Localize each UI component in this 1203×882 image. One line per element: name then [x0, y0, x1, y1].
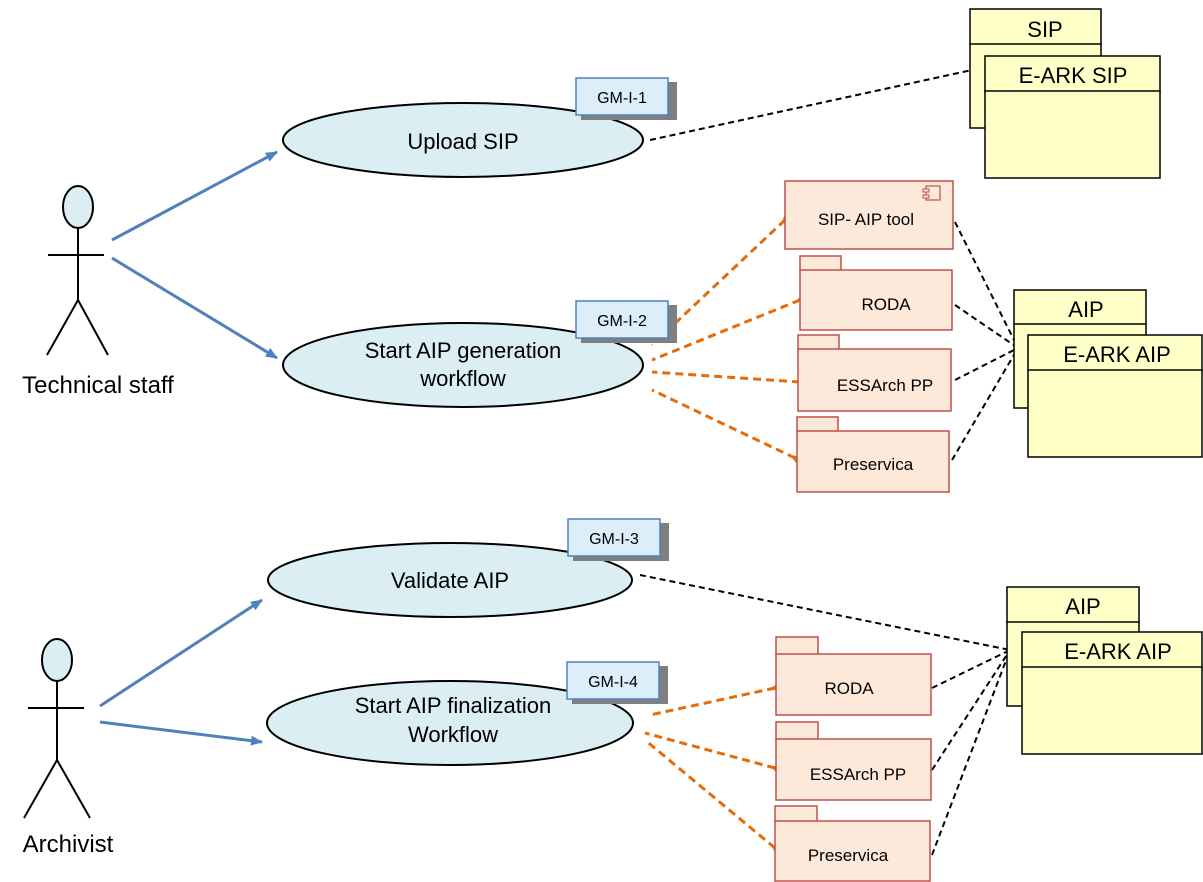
black-dependencies	[639, 69, 1019, 856]
dep-validate-aip-to-aip	[639, 574, 1011, 651]
actor-technical-staff-label: Technical staff	[22, 372, 174, 399]
package-roda-2-label: RODA	[824, 679, 874, 698]
use-case-validate-aip-label: Validate AIP	[391, 568, 509, 593]
package-aip-label-2: AIP	[1065, 594, 1100, 619]
dep-preservica2-to-aip	[931, 649, 1011, 856]
dep-preservica2-to-finalization	[644, 738, 775, 848]
use-case-start-aip-generation-line2: workflow	[419, 366, 506, 391]
package-sip-label: SIP	[1027, 17, 1062, 42]
dep-sip-aip-tool-to-aip	[954, 221, 1019, 349]
orange-dependencies	[644, 220, 800, 848]
dep-sip-aip-tool-to-generation	[650, 220, 785, 347]
package-essarch-2[interactable]: ESSArch PP	[775, 721, 932, 801]
assoc-staff-start-generation	[111, 256, 278, 360]
svg-text:GM-I-3: GM-I-3	[589, 531, 639, 548]
package-preservica-1[interactable]: Preservica	[796, 416, 950, 493]
dep-roda-to-aip	[954, 304, 1019, 349]
package-aip-label-1: AIP	[1068, 297, 1103, 322]
package-aip-group-2[interactable]: AIP E-ARK AIP	[1006, 586, 1203, 755]
package-sip-group[interactable]: SIP E-ARK SIP	[969, 8, 1161, 179]
dep-essarch2-to-finalization	[644, 731, 775, 768]
package-preservica-2-label: Preservica	[808, 846, 889, 865]
tag-gm-i-1: GM-I-1	[575, 77, 677, 120]
dep-preservica-to-aip	[951, 347, 1019, 461]
use-case-upload-sip-label: Upload SIP	[407, 129, 518, 154]
package-e-ark-aip-label-2: E-ARK AIP	[1064, 639, 1172, 664]
actor-head	[62, 185, 94, 229]
dep-roda-to-generation	[651, 300, 800, 362]
package-essarch-1-label: ESSArch PP	[837, 376, 933, 395]
actor-associations	[99, 150, 278, 746]
svg-text:GM-I-4: GM-I-4	[588, 674, 638, 691]
package-e-ark-sip-label: E-ARK SIP	[1019, 63, 1128, 88]
dep-essarch2-to-aip	[931, 649, 1011, 771]
package-roda-1[interactable]: RODA	[799, 255, 953, 331]
component-sip-aip-tool-label: SIP- AIP tool	[818, 210, 914, 229]
assoc-staff-upload-sip	[111, 150, 278, 242]
use-case-start-aip-finalization-line1: Start AIP finalization	[355, 693, 552, 718]
package-preservica-1-label: Preservica	[833, 455, 914, 474]
package-roda-1-label: RODA	[861, 295, 911, 314]
assoc-archivist-validate	[99, 598, 263, 708]
dep-essarch-to-aip	[954, 347, 1019, 381]
use-case-start-aip-generation-line1: Start AIP generation	[365, 338, 562, 363]
package-aip-group-1[interactable]: AIP E-ARK AIP	[1013, 289, 1203, 458]
assoc-archivist-finalization	[99, 720, 263, 746]
dep-roda2-to-aip	[931, 649, 1011, 689]
package-essarch-2-label: ESSArch PP	[810, 765, 906, 784]
svg-text:GM-I-2: GM-I-2	[597, 313, 647, 330]
package-roda-2[interactable]: RODA	[775, 636, 932, 716]
dep-essarch-to-generation	[651, 370, 800, 382]
tag-gm-i-4: GM-I-4	[566, 661, 668, 704]
use-case-validate-aip[interactable]: Validate AIP	[267, 542, 633, 618]
package-e-ark-aip-label-1: E-ARK AIP	[1063, 342, 1171, 367]
actor-archivist-label: Archivist	[23, 831, 114, 858]
package-essarch-1[interactable]: ESSArch PP	[797, 334, 952, 412]
actor-head	[41, 638, 73, 682]
use-case-start-aip-generation[interactable]: Start AIP generation workflow	[282, 322, 644, 408]
svg-text:GM-I-1: GM-I-1	[597, 90, 647, 107]
component-icon	[922, 185, 941, 201]
component-sip-aip-tool[interactable]: SIP- AIP tool	[784, 180, 954, 250]
tag-gm-i-2: GM-I-2	[575, 300, 677, 343]
dep-roda2-to-finalization	[649, 688, 775, 717]
use-case-upload-sip[interactable]: Upload SIP	[282, 102, 644, 178]
dep-preservica-to-generation	[651, 388, 795, 458]
dep-upload-sip-to-sip	[649, 69, 973, 141]
use-case-start-aip-finalization-line2: Workflow	[408, 722, 498, 747]
actor-technical-staff[interactable]: Technical staff	[22, 185, 174, 399]
package-preservica-2[interactable]: Preservica	[774, 805, 931, 882]
actor-archivist[interactable]: Archivist	[23, 638, 114, 858]
tag-gm-i-3: GM-I-3	[567, 518, 669, 561]
use-case-start-aip-finalization[interactable]: Start AIP finalization Workflow	[266, 680, 634, 766]
